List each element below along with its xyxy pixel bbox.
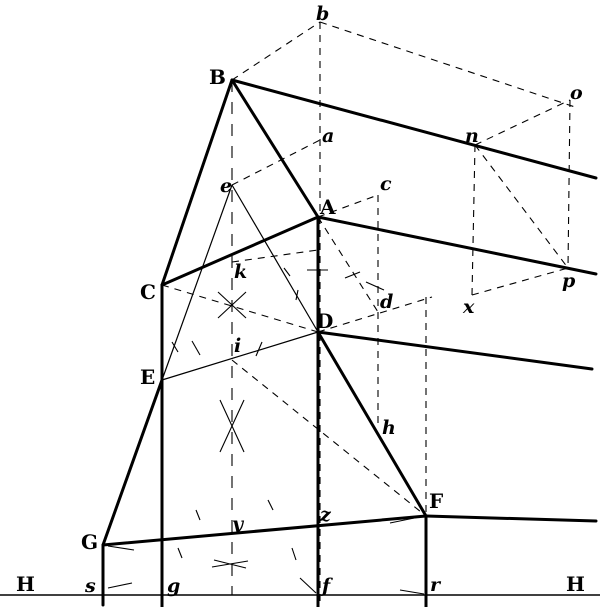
label-i: i <box>234 335 241 357</box>
dash-np <box>474 144 569 269</box>
dash-Ad <box>317 216 379 313</box>
label-B: B <box>209 65 226 89</box>
label-z: z <box>319 504 332 526</box>
tick-mark <box>365 281 385 291</box>
edge-B-right <box>230 78 598 180</box>
label-H-right: H <box>566 572 585 596</box>
edge-GF <box>101 514 428 547</box>
edge-CA <box>160 215 320 287</box>
main-outline <box>101 78 598 607</box>
label-k: k <box>234 261 247 283</box>
dash-Dd <box>317 296 433 333</box>
tick-mark <box>195 509 201 521</box>
edge-A-right <box>316 215 598 276</box>
labels-lowercase: b o a n c e k d x p i h y z s g f r <box>84 3 583 597</box>
edge-BA <box>230 78 320 219</box>
label-A: A <box>319 195 336 219</box>
label-x: x <box>462 296 475 318</box>
tick-mark <box>267 499 274 511</box>
edge-D-right <box>316 330 594 371</box>
edge-F-right <box>424 514 598 523</box>
tick-mark <box>213 559 247 569</box>
dash-op <box>567 99 571 269</box>
label-b: b <box>316 3 329 25</box>
line-Ee <box>161 184 233 381</box>
tick-mark <box>255 341 263 357</box>
label-E: E <box>140 365 155 389</box>
tick-mark <box>344 271 361 279</box>
tick-mark <box>295 289 299 301</box>
edge-BC <box>160 78 234 287</box>
label-H-left: H <box>16 572 35 596</box>
label-r: r <box>430 574 442 596</box>
label-d: d <box>380 291 393 313</box>
dashed-construction <box>161 21 576 607</box>
label-p: p <box>562 270 576 292</box>
tick-mark <box>389 515 425 524</box>
line-eD <box>231 184 319 333</box>
thin-construction <box>161 184 319 381</box>
tick-mark <box>107 545 135 551</box>
label-c: c <box>380 173 392 195</box>
dash-Bb <box>231 21 321 81</box>
tick-mark <box>291 547 297 561</box>
label-C: C <box>140 280 156 304</box>
tick-mark <box>191 340 201 356</box>
label-e: e <box>220 175 232 197</box>
labels-uppercase: B A C D E F G H H <box>16 65 585 596</box>
tick-mark <box>399 589 425 595</box>
tick-mark <box>299 577 317 594</box>
tick-mark <box>107 582 133 589</box>
tick-mark <box>219 399 245 453</box>
tick-mark <box>171 341 179 353</box>
line-ED <box>161 331 319 381</box>
dash-Ac <box>317 194 379 218</box>
label-F: F <box>429 489 443 513</box>
edge-DF <box>316 330 428 518</box>
label-f: f <box>320 575 333 597</box>
dash-no <box>474 99 571 146</box>
label-D: D <box>316 309 333 333</box>
construction-ticks <box>107 267 425 595</box>
label-s: s <box>84 575 96 597</box>
tick-mark <box>217 291 247 319</box>
dash-CD <box>161 284 319 333</box>
dash-iF <box>231 359 427 517</box>
dash-nx <box>471 144 476 296</box>
label-h: h <box>382 417 396 439</box>
label-o: o <box>570 82 583 104</box>
dash-ea <box>231 139 321 186</box>
edge-EG <box>101 378 164 547</box>
label-a: a <box>322 125 334 147</box>
tick-mark <box>283 267 291 277</box>
dash-bo <box>319 21 576 108</box>
label-g: g <box>167 575 180 597</box>
dash-xp <box>471 267 569 296</box>
label-G: G <box>81 530 98 554</box>
label-n: n <box>465 125 479 147</box>
dash-k-A <box>231 249 319 263</box>
tick-mark <box>177 547 183 559</box>
label-y: y <box>231 513 245 535</box>
